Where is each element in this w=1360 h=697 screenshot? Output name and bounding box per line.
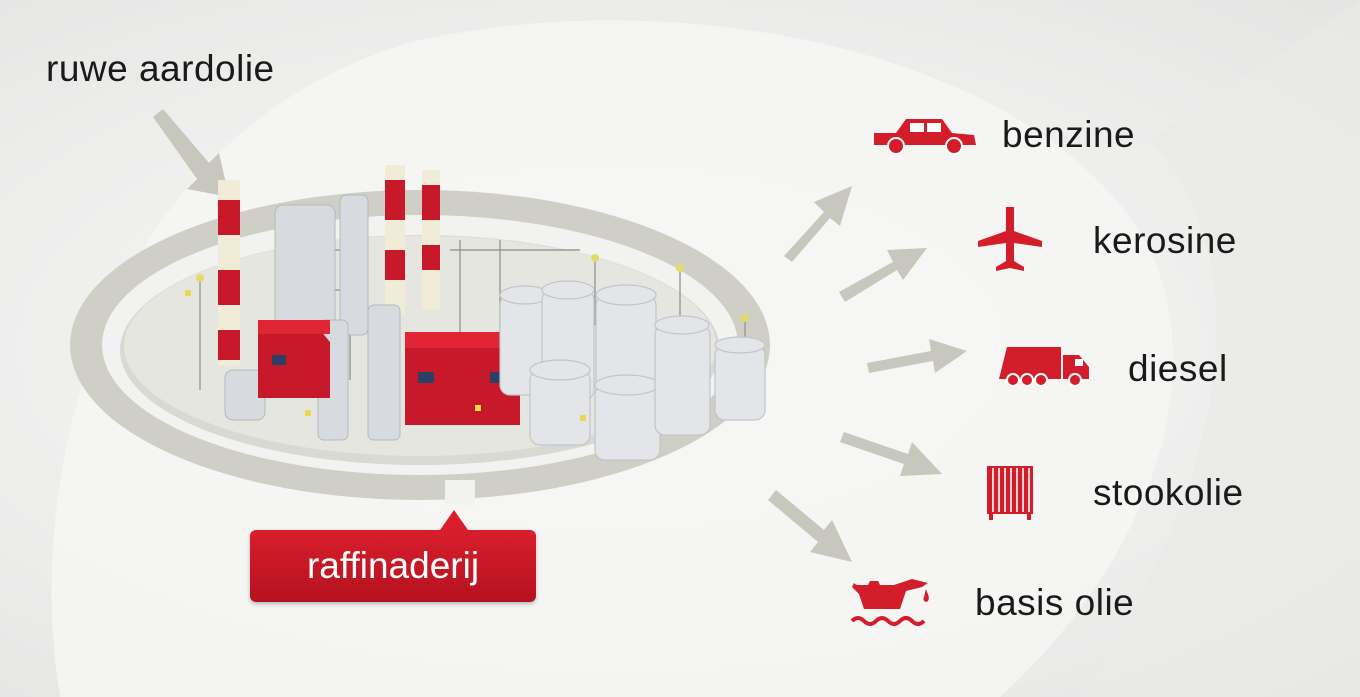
arrow-to-benzine	[784, 186, 852, 262]
product-label-kerosine: kerosine	[1093, 220, 1237, 261]
oil-can-icon	[850, 579, 929, 626]
arrow-to-basis-olie	[768, 490, 852, 562]
arrow-to-stookolie	[840, 432, 942, 476]
airplane-icon	[978, 207, 1042, 271]
product-label-basis-olie: basis olie	[975, 582, 1135, 623]
refinery-illustration	[70, 165, 770, 505]
arrow-to-diesel	[867, 339, 967, 373]
car-icon	[874, 119, 976, 155]
arrow-to-kerosine	[839, 248, 927, 302]
heater-icon	[987, 466, 1033, 520]
product-label-diesel: diesel	[1128, 348, 1228, 389]
product-label-stookolie: stookolie	[1093, 472, 1244, 513]
product-label-benzine: benzine	[1002, 114, 1136, 155]
refinery-label-box: raffinaderij	[250, 510, 536, 602]
refinery-label: raffinaderij	[306, 545, 480, 586]
input-arrow	[153, 109, 229, 197]
crude-oil-label: ruwe aardolie	[46, 48, 275, 89]
truck-icon	[999, 347, 1089, 387]
